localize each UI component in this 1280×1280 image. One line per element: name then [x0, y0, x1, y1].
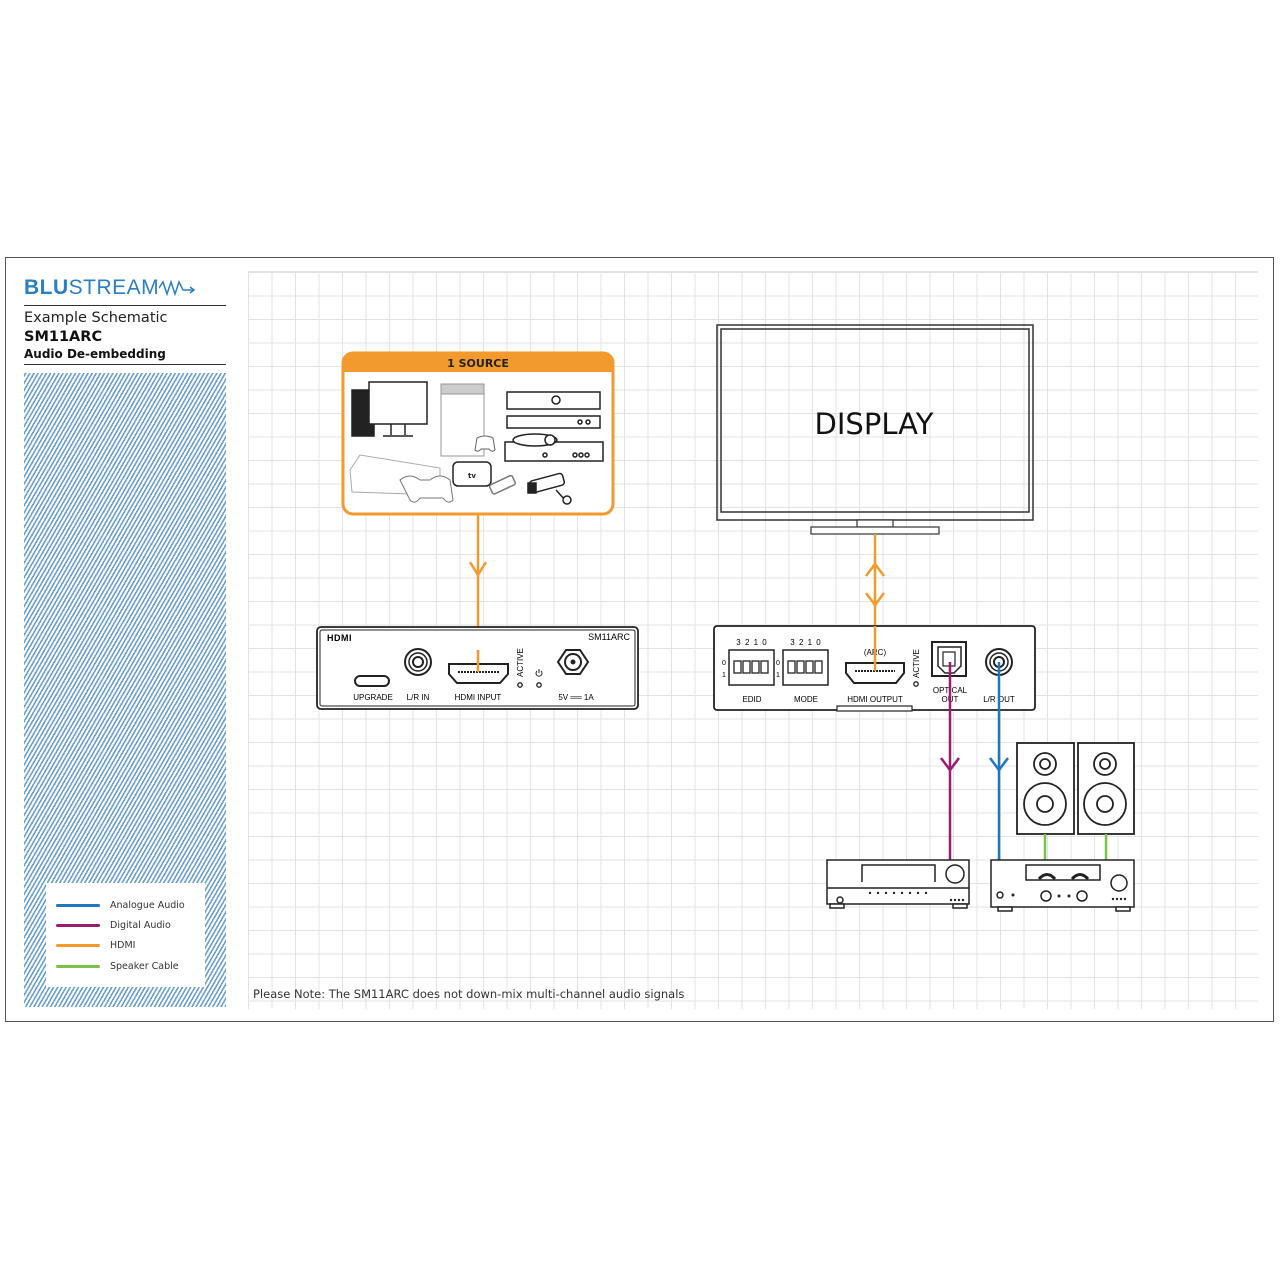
usb-c-port-icon — [354, 675, 390, 687]
source-title: 1 SOURCE — [447, 357, 509, 370]
legend-label: Speaker Cable — [110, 961, 179, 972]
svg-text:tv: tv — [468, 472, 476, 480]
sm11arc-output-unit: 3 2 1 0 0 1 EDID 3 2 1 0 0 1 MODE (ARC) — [713, 625, 1036, 712]
mode-dip-numbers: 3 2 1 0 — [790, 638, 821, 647]
edid-label: EDID — [742, 695, 761, 704]
analogue-audio-cable — [989, 662, 1009, 860]
active-led-icon — [913, 681, 919, 687]
active-label: ACTIVE — [912, 649, 921, 678]
display-tv: DISPLAY — [716, 324, 1034, 535]
audio-jack-icon — [404, 648, 432, 676]
legend-label: Digital Audio — [110, 920, 171, 931]
active-label: ACTIVE — [516, 648, 525, 677]
logo-rest: STREAM — [68, 276, 160, 299]
waveform-arrow-icon — [159, 280, 196, 296]
dip-one-label: 1 — [776, 672, 780, 679]
dip-zero-label: 0 — [722, 660, 726, 667]
device-model-label: SM11ARC — [588, 632, 630, 642]
power-led-icon — [536, 682, 542, 688]
mode-dip-switch[interactable] — [782, 649, 829, 686]
set-top-box-icon — [504, 391, 604, 462]
legend-label: HDMI — [110, 940, 136, 951]
speaker-swatch — [56, 965, 100, 968]
power-spec-label: 5V ══ 1A — [558, 693, 594, 702]
source-box: 1 SOURCE — [341, 351, 615, 516]
model-name: SM11ARC — [24, 329, 103, 345]
pc-icon — [351, 381, 428, 437]
sm11arc-input-unit: HDMI SM11ARC UPGRADE L/R IN HDMI INPUT A… — [316, 626, 639, 710]
dip-one-label: 1 — [722, 672, 726, 679]
display-label: DISPLAY — [815, 407, 934, 441]
console-tower-icon — [440, 383, 496, 457]
digital-audio-cable — [940, 662, 960, 860]
legend-item-analogue: Analogue Audio — [56, 900, 185, 911]
logo-bold: BLU — [24, 276, 69, 299]
hdmi-input-label: HDMI INPUT — [455, 693, 502, 702]
active-led-icon — [517, 682, 523, 688]
hdmi-output-port-icon — [845, 626, 905, 684]
game-console-icon — [349, 454, 454, 503]
mode-name: Audio De-embedding — [24, 347, 166, 361]
legend-item-hdmi: HDMI — [56, 940, 135, 951]
upgrade-label: UPGRADE — [353, 693, 393, 702]
mounting-tab — [836, 705, 913, 712]
power-icon — [535, 669, 543, 677]
legend: Analogue Audio Digital Audio HDMI Speake… — [46, 883, 205, 987]
analogue-swatch — [56, 904, 100, 907]
speaker-right-icon — [1077, 742, 1135, 835]
legend-item-speaker: Speaker Cable — [56, 961, 179, 972]
stereo-amplifier-icon — [990, 859, 1135, 912]
dc-power-port-icon — [556, 649, 590, 675]
streaming-box-icon: tv — [452, 461, 516, 495]
hdmi-logo: HDMI — [327, 633, 352, 643]
legend-label: Analogue Audio — [110, 900, 185, 911]
mode-label: MODE — [794, 695, 818, 704]
hdmi-swatch — [56, 944, 100, 947]
dip-zero-label: 0 — [776, 660, 780, 667]
hdmi-output-label: HDMI OUTPUT — [847, 695, 903, 704]
digital-swatch — [56, 924, 100, 927]
lr-in-label: L/R IN — [407, 693, 430, 702]
legend-item-digital: Digital Audio — [56, 920, 171, 931]
edid-dip-switch[interactable] — [728, 649, 775, 686]
divider — [24, 305, 226, 306]
speaker-left-icon — [1016, 742, 1075, 835]
footnote: Please Note: The SM11ARC does not down-m… — [253, 987, 685, 1001]
edid-dip-numbers: 3 2 1 0 — [736, 638, 767, 647]
security-camera-icon — [527, 472, 572, 505]
hdmi-input-port-icon — [448, 650, 509, 684]
schematic-title: Example Schematic — [24, 310, 168, 326]
av-receiver-icon — [826, 859, 970, 909]
divider — [24, 364, 226, 365]
